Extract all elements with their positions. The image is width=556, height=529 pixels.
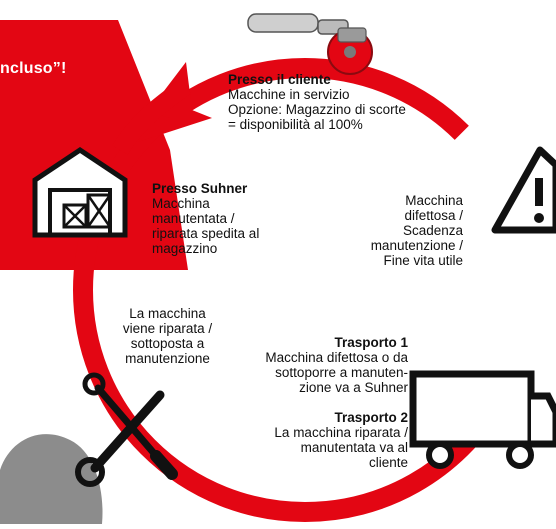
step-transport2-line: La macchina riparata / [274, 425, 408, 440]
step-transport1-line: Macchina difettosa o da [265, 350, 408, 365]
truck-icon [409, 370, 556, 469]
person-silhouette [0, 434, 103, 524]
step-suhner-line: riparata spedita al [152, 226, 260, 241]
step-repair-line: sottoposta a [130, 336, 205, 351]
cycle-ring [73, 58, 537, 522]
step-transport2-line: cliente [368, 455, 408, 470]
step-defect-line: manutenzione / [370, 238, 463, 253]
step-defect: Macchina difettosa / Scadenza manutenzio… [335, 193, 463, 268]
step-suhner-line: Macchina [152, 196, 210, 211]
step-repair-line: La macchina [129, 306, 206, 321]
step-transport2-title: Trasporto 2 [334, 410, 408, 425]
step-transport2: Trasporto 2 La macchina riparata / manut… [222, 410, 408, 470]
step-defect-line: difettosa / [404, 208, 463, 223]
step-repair-line: viene riparata / [122, 321, 213, 336]
step-defect-line: Scadenza [402, 223, 463, 238]
step-client-title: Presso il cliente [228, 72, 331, 87]
cycle-arrow-shaft [112, 78, 192, 155]
step-defect-line: Macchina [405, 193, 463, 208]
step-client-line: Opzione: Magazzino di scorte [228, 102, 406, 117]
step-suhner-line: manutentata / [152, 211, 235, 226]
step-suhner-line: magazzino [152, 241, 218, 256]
wrench-screwdriver-icon [75, 372, 178, 487]
step-client-line: Macchine in servizio [228, 87, 350, 102]
step-transport1-line: sottoporre a manuten- [275, 365, 408, 380]
banner-text: ncluso”! [0, 60, 67, 77]
grinder-icon [247, 13, 373, 75]
step-transport1: Trasporto 1 Macchina difettosa o da sott… [222, 335, 408, 395]
step-transport2-line: manutentata va al [300, 440, 408, 455]
step-transport1-line: zione va a Suhner [299, 380, 408, 395]
step-defect-line: Fine vita utile [383, 253, 463, 268]
step-repair-line: manutenzione [125, 351, 210, 366]
step-suhner: Presso Suhner Macchina manutentata / rip… [152, 181, 312, 256]
warehouse-icon [32, 146, 128, 238]
step-client: Presso il cliente Macchine in servizio O… [228, 72, 478, 132]
step-suhner-title: Presso Suhner [152, 181, 248, 196]
step-client-line: = disponibilità al 100% [228, 117, 363, 132]
step-repair: La macchina viene riparata / sottoposta … [100, 306, 235, 366]
step-transport1-title: Trasporto 1 [334, 335, 408, 350]
warning-triangle-icon [491, 146, 556, 234]
